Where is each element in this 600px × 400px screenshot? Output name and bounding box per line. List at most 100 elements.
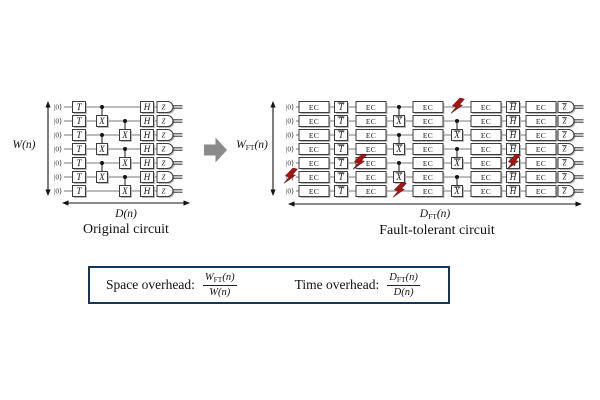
- t-gate: T: [72, 157, 87, 170]
- gate-label: EC: [536, 131, 546, 140]
- gate-frame: [470, 115, 502, 127]
- gate-label: T: [76, 158, 82, 168]
- z-measurement-gate: Z: [557, 157, 584, 170]
- gate-frame: [506, 143, 520, 155]
- space-overhead-label: Space overhead:: [106, 277, 195, 292]
- ec-box: EC: [355, 101, 388, 114]
- h-gate: H: [506, 115, 521, 128]
- x-gate: X: [96, 143, 109, 156]
- fault-lightning-icon: [352, 153, 367, 170]
- gate-label: EC: [366, 187, 376, 196]
- gate-frame: [451, 185, 463, 197]
- space-num-arg: (n): [222, 271, 235, 283]
- space-overhead-denominator: W(n): [209, 286, 230, 299]
- gate-frame: [140, 157, 154, 169]
- gate-label: T: [338, 102, 344, 112]
- h-gate: H: [506, 101, 521, 114]
- gate-label: EC: [481, 145, 491, 154]
- gate-frame: [412, 143, 444, 155]
- meter-label: Z: [162, 118, 166, 126]
- gate-label: EC: [481, 187, 491, 196]
- t-gate: T: [334, 185, 349, 198]
- fault-lightning-icon: [506, 153, 521, 170]
- meter-label: Z: [162, 104, 166, 112]
- gate-label: EC: [423, 159, 433, 168]
- t-gate: T: [72, 129, 87, 142]
- ec-box: EC: [412, 101, 445, 114]
- gate-label: H: [509, 172, 517, 182]
- gate-label: EC: [536, 173, 546, 182]
- ket-zero-label: |0⟩: [54, 131, 62, 140]
- time-num-arg: (n): [405, 271, 418, 283]
- original-circuit-caption: Original circuit: [83, 222, 169, 237]
- gate-frame: [412, 129, 444, 141]
- z-measurement-gate: Z: [156, 185, 183, 198]
- gate-label: X: [453, 158, 460, 168]
- space-num-sub: FT: [213, 274, 223, 284]
- arrow-head: [45, 101, 51, 108]
- width-label-ft-base: W: [236, 139, 246, 151]
- gate-frame: [334, 101, 348, 113]
- gate-frame: [525, 157, 557, 169]
- gate-frame: [525, 185, 557, 197]
- arrow-head: [270, 189, 276, 196]
- meter-frame: [156, 115, 174, 127]
- time-den-arg: (n): [401, 286, 414, 298]
- gate-label: EC: [536, 187, 546, 196]
- gate-frame: [96, 171, 108, 183]
- t-gate: T: [334, 171, 349, 184]
- cnot-control-dot: [123, 147, 127, 151]
- gate-frame: [96, 115, 108, 127]
- gate-frame: [298, 171, 330, 183]
- arrow-head: [183, 200, 190, 206]
- gate-frame: [393, 143, 405, 155]
- z-measurement-gate: Z: [156, 171, 183, 184]
- gate-frame: [355, 143, 387, 155]
- ec-box: EC: [525, 185, 558, 198]
- t-gate: T: [72, 143, 87, 156]
- gate-frame: [72, 185, 86, 197]
- gate-frame: [334, 143, 348, 155]
- ket-zero-label: |0⟩: [54, 173, 62, 182]
- gate-label: EC: [309, 103, 319, 112]
- x-gate: X: [451, 129, 464, 142]
- x-gate: X: [393, 115, 406, 128]
- gate-label: EC: [366, 117, 376, 126]
- gate-frame: [355, 101, 387, 113]
- ec-box: EC: [355, 185, 388, 198]
- cnot-control-dot: [100, 161, 104, 165]
- gate-label: EC: [423, 187, 433, 196]
- space-num-base: W: [204, 271, 214, 283]
- x-gate: X: [119, 185, 132, 198]
- gate-frame: [140, 143, 154, 155]
- gate-frame: [96, 143, 108, 155]
- depth-label-original: D(n): [86, 208, 166, 221]
- ket-zero-label: |0⟩: [54, 103, 62, 112]
- gate-label: EC: [309, 159, 319, 168]
- ec-box: EC: [412, 157, 445, 170]
- gate-label: T: [76, 116, 82, 126]
- h-gate: H: [140, 115, 155, 128]
- ec-box: EC: [298, 115, 331, 128]
- z-measurement-gate: Z: [557, 101, 584, 114]
- gate-label: EC: [309, 187, 319, 196]
- arrow-head: [575, 201, 582, 207]
- gate-label: T: [76, 172, 82, 182]
- ket-zero-label: |0⟩: [54, 187, 62, 196]
- meter-frame: [557, 171, 575, 183]
- x-gate: X: [119, 157, 132, 170]
- gate-frame: [334, 171, 348, 183]
- gate-label: X: [453, 130, 460, 140]
- meter-frame: [156, 101, 174, 113]
- gate-frame: [525, 171, 557, 183]
- gate-frame: [298, 143, 330, 155]
- x-gate: X: [393, 171, 406, 184]
- depth-label-original-base: D: [115, 208, 124, 220]
- gate-label: EC: [481, 117, 491, 126]
- gate-label: EC: [481, 159, 491, 168]
- ec-box: EC: [355, 115, 388, 128]
- z-measurement-gate: Z: [557, 115, 584, 128]
- ec-box: EC: [470, 101, 503, 114]
- h-gate: H: [506, 129, 521, 142]
- gate-frame: [412, 115, 444, 127]
